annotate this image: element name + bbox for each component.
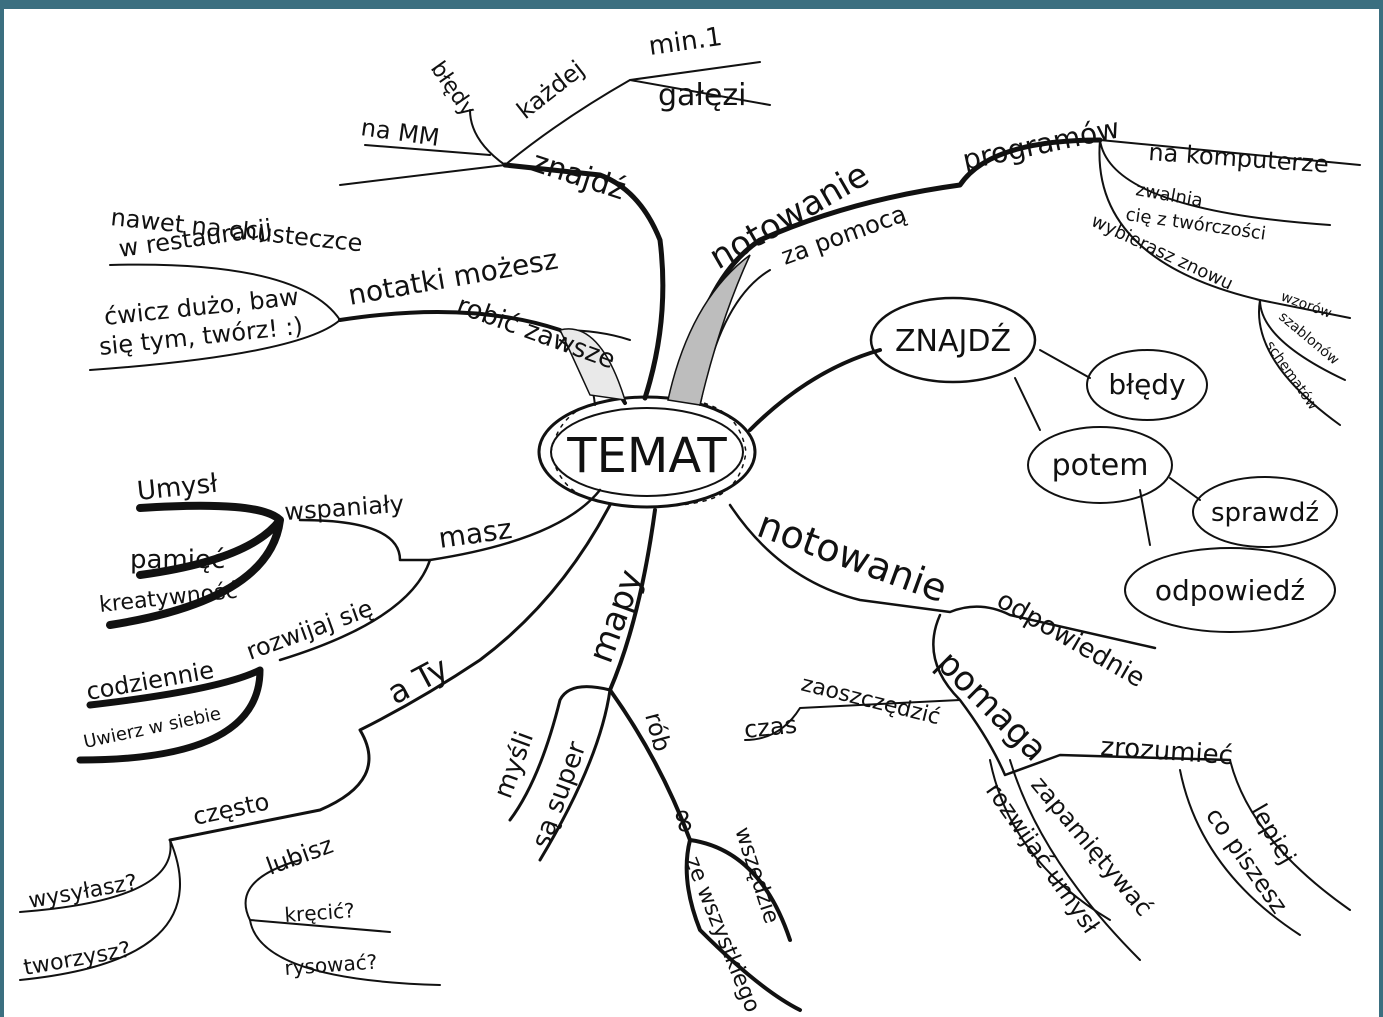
label-czas: czas bbox=[743, 711, 799, 744]
label-sa-super: są super bbox=[526, 738, 592, 853]
label-kazdej: każdej bbox=[511, 55, 589, 125]
center-label: TEMAT bbox=[566, 428, 727, 484]
label-mysli: myśli bbox=[488, 728, 540, 803]
label-infinity: ∞ bbox=[661, 802, 707, 840]
bubble-bledy-label: błędy bbox=[1108, 368, 1185, 401]
bubble-znajdz-label: ZNAJDŹ bbox=[895, 323, 1011, 359]
branch-lines bbox=[19, 61, 1361, 1012]
label-krecic: kręcić? bbox=[284, 898, 356, 927]
center-node: TEMAT bbox=[537, 395, 757, 509]
label-rysowac: rysować? bbox=[284, 950, 378, 980]
label-czesto: często bbox=[190, 787, 271, 830]
bubble-potem-label: potem bbox=[1052, 448, 1149, 483]
label-lubisz: lubisz bbox=[262, 831, 336, 881]
dotted-petal bbox=[558, 328, 627, 401]
label-min1: min.1 bbox=[647, 22, 724, 62]
bubble-odpowiedz-label: odpowiedź bbox=[1155, 574, 1305, 607]
label-na-komputerze: na komputerze bbox=[1148, 138, 1330, 179]
label-pamiec: pamięć bbox=[130, 545, 225, 575]
label-tworzysz: tworzysz? bbox=[22, 937, 133, 980]
label-galezi: gałęzi bbox=[658, 78, 747, 113]
label-zrozumiec: zrozumieć bbox=[1100, 732, 1234, 771]
label-umysl: Umysł bbox=[136, 469, 220, 507]
hatched-petal bbox=[667, 254, 751, 406]
bubble-sprawdz-label: sprawdź bbox=[1211, 498, 1319, 528]
label-masz: masz bbox=[436, 512, 514, 555]
label-wysylasz: wysyłasz? bbox=[27, 870, 140, 914]
label-mapy: mapy bbox=[581, 564, 651, 668]
label-notowanie-bottom: notowanie bbox=[752, 502, 953, 611]
bubble-nodes bbox=[869, 296, 1338, 633]
label-wszedzie: wszędzie bbox=[729, 824, 784, 927]
label-zaoszczedzic: zaoszczędzić bbox=[799, 672, 943, 731]
label-programow: programów bbox=[960, 111, 1123, 176]
label-odpowiednie: odpowiednie bbox=[992, 585, 1150, 694]
label-bledy-top: błędy bbox=[425, 57, 480, 121]
label-a-ty: a Ty bbox=[381, 649, 455, 712]
label-znajdz-top: znajdź bbox=[528, 144, 630, 207]
label-wspanialy: wspaniały bbox=[283, 490, 404, 526]
label-notatki: notatki możesz bbox=[345, 242, 560, 311]
